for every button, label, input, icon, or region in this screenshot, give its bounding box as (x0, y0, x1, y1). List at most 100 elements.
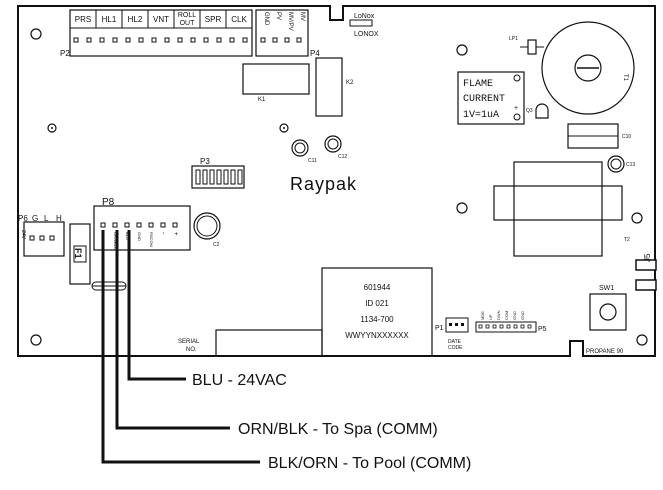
p6-l-label: L (44, 214, 49, 223)
p2-label: P2 (60, 49, 70, 58)
t2-label: T2 (624, 237, 630, 243)
relay-k1 (242, 63, 310, 95)
mounting-hole (456, 44, 468, 56)
serial-number-box (215, 329, 323, 357)
k2-label: K2 (346, 80, 354, 86)
flame-text-line3: 1V=1uA (463, 110, 499, 121)
mounting-hole (456, 202, 468, 214)
p6-connector: P6 G L H 24V (18, 214, 65, 257)
mounting-hole (636, 334, 648, 346)
p8-pin-plus: + (172, 232, 178, 236)
callout-orn-blk-spa: ORN/BLK - To Spa (COMM) (238, 421, 438, 438)
p2-terminal-strip: PRS HL1 HL2 VNT ROLL OUT SPR CLK (69, 9, 253, 57)
callout-blu-24vac: BLU - 24VAC (192, 372, 287, 389)
terminal-label-prs: PRS (75, 15, 91, 24)
terminal-label-roll: ROLL (178, 12, 196, 19)
p5-pin-up: UP (488, 314, 493, 320)
test-point (279, 123, 289, 133)
terminal-label-out: OUT (180, 20, 196, 27)
p8-connector: BLK/ORN ORN/BLK BLU GND RSCOM - + (93, 205, 191, 251)
fuse-f1 (69, 223, 91, 285)
wire-blu (127, 230, 186, 381)
wire-blk-orn (101, 230, 260, 464)
f1-label: F1 (73, 248, 83, 259)
q3-label: Q3 (526, 108, 533, 114)
transformer-t2 (493, 161, 623, 257)
relay-k2 (315, 57, 343, 117)
lp1-label: LP1 (509, 36, 518, 42)
p5-label: P5 (538, 326, 547, 333)
t1-label: T1 (622, 74, 628, 82)
serial-no-label: NO. (186, 347, 197, 353)
p5-pin-gnd2: GND (520, 311, 525, 320)
wire-orn-blk (115, 230, 230, 430)
p8-label: P8 (102, 197, 115, 208)
lonox-label: LoNox (354, 13, 375, 20)
p1-connector (445, 317, 469, 333)
p4-connector: GND PV MV/PV MV (255, 9, 309, 57)
test-point (47, 123, 57, 133)
p4-label: P4 (310, 49, 320, 58)
k1-label: K1 (258, 97, 266, 103)
board-id-label: 601944 ID 021 1134-700 WWYYNXXXXXX (321, 267, 433, 357)
c11-label: C11 (308, 158, 317, 164)
p8-pin-rscom: RSCOM (149, 232, 154, 247)
capacitor-c13 (607, 155, 625, 173)
p3-label: P3 (200, 157, 210, 166)
p5-pin-dwn: DWN (496, 310, 501, 320)
terminal-label-spr: SPR (205, 15, 222, 24)
callout-blk-orn-pool: BLK/ORN - To Pool (COMM) (268, 455, 471, 472)
flame-text-line2: CURRENT (463, 94, 505, 105)
c2-label: C2 (213, 242, 220, 248)
terminal-label-clk: CLK (231, 15, 247, 24)
capacitor-c11 (291, 139, 309, 157)
p4-pin-mv: MV (299, 12, 305, 21)
p5-pin-gnd1: GND (512, 311, 517, 320)
terminal-label-hl1: HL1 (102, 15, 117, 24)
p6-h-label: H (56, 214, 62, 223)
transformer-t1 (541, 21, 635, 115)
c12-label: C12 (338, 154, 347, 160)
serial-label: SERIAL (178, 339, 200, 345)
brand-logo-text: Raypak (290, 174, 357, 194)
date-label: DATE (448, 339, 462, 345)
wire-leads (101, 230, 260, 464)
code-label: CODE (448, 345, 463, 351)
edge-notch (635, 279, 657, 291)
terminal-label-hl2: HL2 (128, 15, 143, 24)
flame-current-test-box: FLAME CURRENT 1V=1uA + (457, 71, 525, 125)
flame-text-line1: FLAME (463, 79, 493, 90)
transistor-q3 (535, 103, 549, 119)
lonox-jumper (349, 19, 373, 27)
lp1-component (527, 39, 537, 55)
capacitor-c12 (324, 135, 342, 153)
p5-connector: MDE UP DWN COM GND GND (475, 310, 537, 333)
capacitor-c2 (193, 212, 221, 240)
p3-header (191, 165, 245, 189)
svg-text:+: + (514, 105, 518, 112)
c10-label: C10 (622, 134, 631, 140)
c13-label: C13 (626, 162, 635, 168)
p1-label: P1 (435, 325, 444, 332)
id-line1: 601944 (364, 283, 391, 292)
p4-pin-gnd: GND (263, 12, 269, 26)
j5-label: J5 (643, 253, 652, 262)
terminal-label-vnt: VNT (153, 15, 169, 24)
id-line3: 1134-700 (360, 315, 394, 324)
p5-pin-mde: MDE (480, 311, 485, 320)
lonox-label-mirrored: LONOX (354, 31, 379, 38)
board-outline (17, 5, 656, 357)
edge-notch (635, 259, 657, 271)
p5-pin-com: COM (504, 311, 509, 320)
mounting-hole (631, 212, 643, 224)
mounting-hole (30, 334, 42, 346)
switch-sw1 (589, 293, 627, 331)
p4-pin-pv: PV (275, 12, 281, 20)
id-line4: WWYYNXXXXXX (345, 331, 409, 340)
p6-label: P6 (18, 214, 28, 223)
p8-pin-gnd: GND (137, 232, 142, 241)
sw1-label: SW1 (599, 285, 614, 292)
p8-pin-minus: - (160, 232, 166, 234)
p4-pin-mvpv: MV/PV (287, 12, 293, 31)
